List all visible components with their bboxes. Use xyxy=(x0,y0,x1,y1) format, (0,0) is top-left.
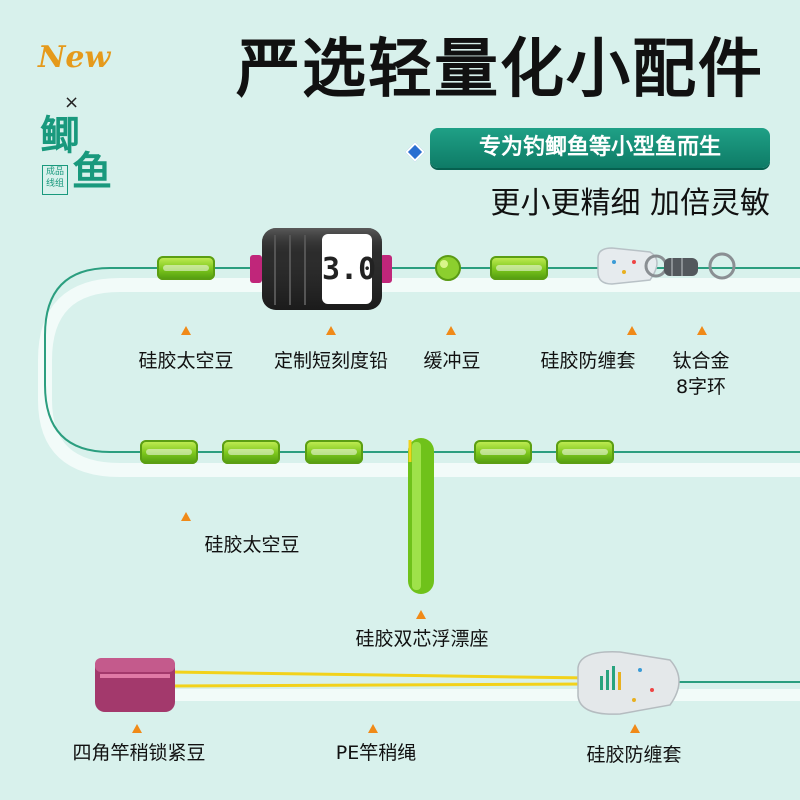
pointer-arrow-icon xyxy=(181,326,191,335)
space-bean-mid-3 xyxy=(305,440,363,464)
space-bean-mid-5 xyxy=(556,440,614,464)
pe-rope-line-2 xyxy=(169,682,591,688)
page-title: 严选轻量化小配件 xyxy=(236,33,764,107)
logo-char-1: 鲫 xyxy=(40,113,80,159)
pointer-arrow-icon xyxy=(181,512,191,521)
lock-bean-icon xyxy=(95,658,175,712)
anti-tangle-sleeve-bottom-icon xyxy=(577,651,680,715)
fishing-line xyxy=(44,267,800,453)
space-bean-top xyxy=(157,256,215,280)
label-anti-tangle-top: 硅胶防缠套 xyxy=(540,350,636,372)
anti-tangle-sleeve-top-icon xyxy=(597,247,658,285)
pointer-arrow-icon xyxy=(630,724,640,733)
sinker-icon xyxy=(250,228,392,310)
space-bean-mid-1 xyxy=(140,440,198,464)
pointer-arrow-icon xyxy=(416,610,426,619)
label-float-seat: 硅胶双芯浮漂座 xyxy=(355,628,489,650)
pointer-arrow-icon xyxy=(368,724,378,733)
sinker-weight-badge: 3.0 xyxy=(322,252,377,287)
label-pe-rope: PE竿稍绳 xyxy=(335,742,417,764)
label-buffer-bean: 缓冲豆 xyxy=(423,350,481,372)
stamp-line-2: 线组 xyxy=(45,179,64,189)
label-anti-tangle-bottom: 硅胶防缠套 xyxy=(586,744,682,766)
label-space-bean-mid: 硅胶太空豆 xyxy=(204,534,300,556)
pe-rope-line-1 xyxy=(169,670,591,680)
stamp-line-1: 成品 xyxy=(45,167,64,177)
pointer-arrow-icon xyxy=(446,326,456,335)
float-seat-icon xyxy=(408,438,434,594)
logo-stamp: 成品 线组 xyxy=(42,165,68,195)
brand-logo: 鲫 鱼 xyxy=(36,115,116,201)
swivel-icon xyxy=(644,252,736,280)
label-lock-bean: 四角竿稍锁紧豆 xyxy=(72,742,206,764)
label-titanium-ring-2: 8字环 xyxy=(675,376,727,398)
label-space-bean-top: 硅胶太空豆 xyxy=(138,350,234,372)
logo-new-text: New xyxy=(38,40,111,75)
pointer-arrow-icon xyxy=(627,326,637,335)
subtitle: 更小更精细 加倍灵敏 xyxy=(490,186,770,221)
pointer-arrow-icon xyxy=(326,326,336,335)
label-sinker: 定制短刻度铅 xyxy=(273,350,388,372)
pointer-arrow-icon xyxy=(697,326,707,335)
logo-x-mark: × xyxy=(64,92,80,113)
pointer-arrow-icon xyxy=(132,724,142,733)
label-titanium-ring-1: 钛合金 xyxy=(672,350,730,372)
space-bean-right xyxy=(490,256,548,280)
space-bean-mid-4 xyxy=(474,440,532,464)
tagline-banner: 专为钓鲫鱼等小型鱼而生 xyxy=(430,128,770,168)
buffer-bean-icon xyxy=(435,255,461,281)
logo-char-2: 鱼 xyxy=(72,149,112,195)
space-bean-mid-2 xyxy=(222,440,280,464)
